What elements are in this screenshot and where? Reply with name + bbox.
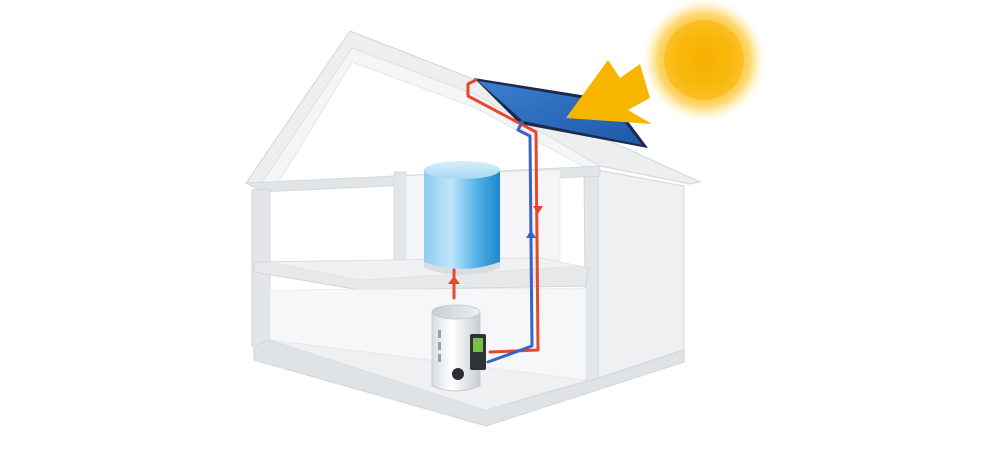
heater-dial [452,368,464,380]
sun-icon [642,0,766,122]
heater-display [473,338,483,352]
storage-tank [424,161,500,275]
interior-column [393,171,407,271]
heater-flow-arrow-icon [448,276,460,284]
cold-pipe [486,120,534,364]
arrow-down-left-icon [566,60,652,124]
heater-indicator [438,342,441,350]
heater-indicator [438,354,441,362]
solar-collector-panel [474,78,648,148]
hot-pipe [466,78,540,354]
arrow-up-icon [526,230,536,238]
heater-indicator [438,330,441,338]
arrow-down-icon [533,206,543,214]
house-cutaway [244,30,702,427]
ground-floor-top [269,339,587,411]
water-heater [431,304,486,392]
